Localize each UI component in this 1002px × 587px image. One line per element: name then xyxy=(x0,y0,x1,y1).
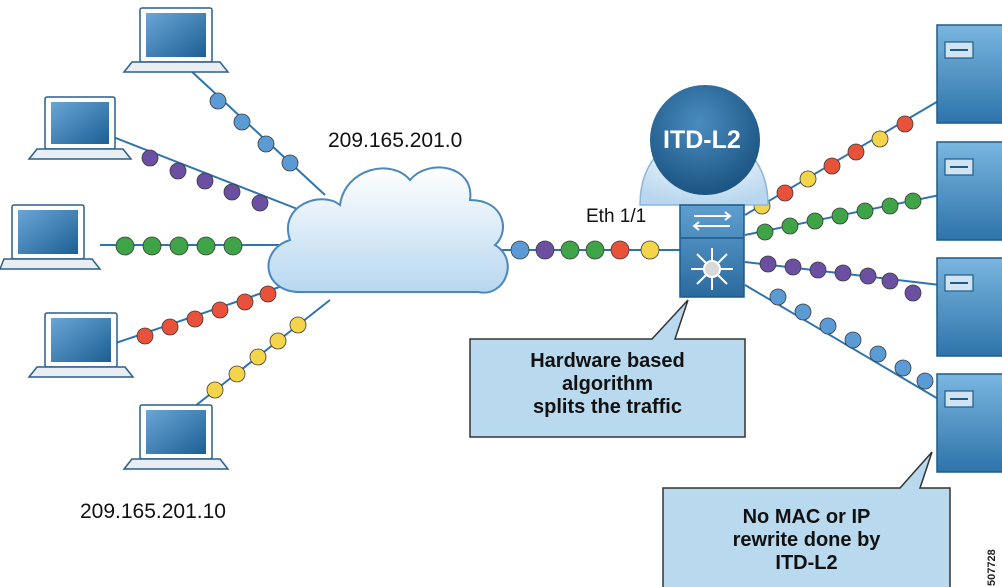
hardware-callout-text: Hardware based algorithm splits the traf… xyxy=(470,350,745,419)
switch-star-icon xyxy=(691,248,733,290)
itd-badge xyxy=(650,85,760,195)
no-rewrite-callout xyxy=(662,451,951,587)
laptop-5 xyxy=(122,404,230,470)
hardware-callout xyxy=(469,299,746,438)
no-rewrite-line-3: ITD-L2 xyxy=(775,552,838,574)
no-rewrite-callout-text: No MAC or IP rewrite done by ITD-L2 xyxy=(663,506,950,575)
hardware-line-2: algorithm xyxy=(561,373,654,395)
cloud-network-label: 209.165.201.0 xyxy=(328,129,463,152)
server-4 xyxy=(936,373,1002,473)
laptop-1 xyxy=(122,7,230,73)
itd-badge-label: ITD-L2 xyxy=(663,126,741,154)
laptop-4 xyxy=(27,312,135,378)
itd-switch xyxy=(679,204,745,298)
traffic-flows xyxy=(115,92,934,399)
server-2 xyxy=(936,141,1002,241)
server-1 xyxy=(936,24,1002,124)
interface-label: Eth 1/1 xyxy=(586,206,647,227)
no-rewrite-line-1: No MAC or IP xyxy=(742,506,871,528)
switch-arrows-icon xyxy=(692,211,732,231)
hardware-line-1: Hardware based xyxy=(530,350,685,372)
laptop-3 xyxy=(0,204,102,270)
server-3 xyxy=(936,257,1002,357)
client-ip-label: 209.165.201.10 xyxy=(80,500,226,523)
figure-id: 507728 xyxy=(986,549,998,586)
network-cloud xyxy=(267,166,509,294)
laptop-2 xyxy=(27,96,133,160)
no-rewrite-line-2: rewrite done by xyxy=(732,529,881,551)
hardware-line-3: splits the traffic xyxy=(533,396,682,418)
